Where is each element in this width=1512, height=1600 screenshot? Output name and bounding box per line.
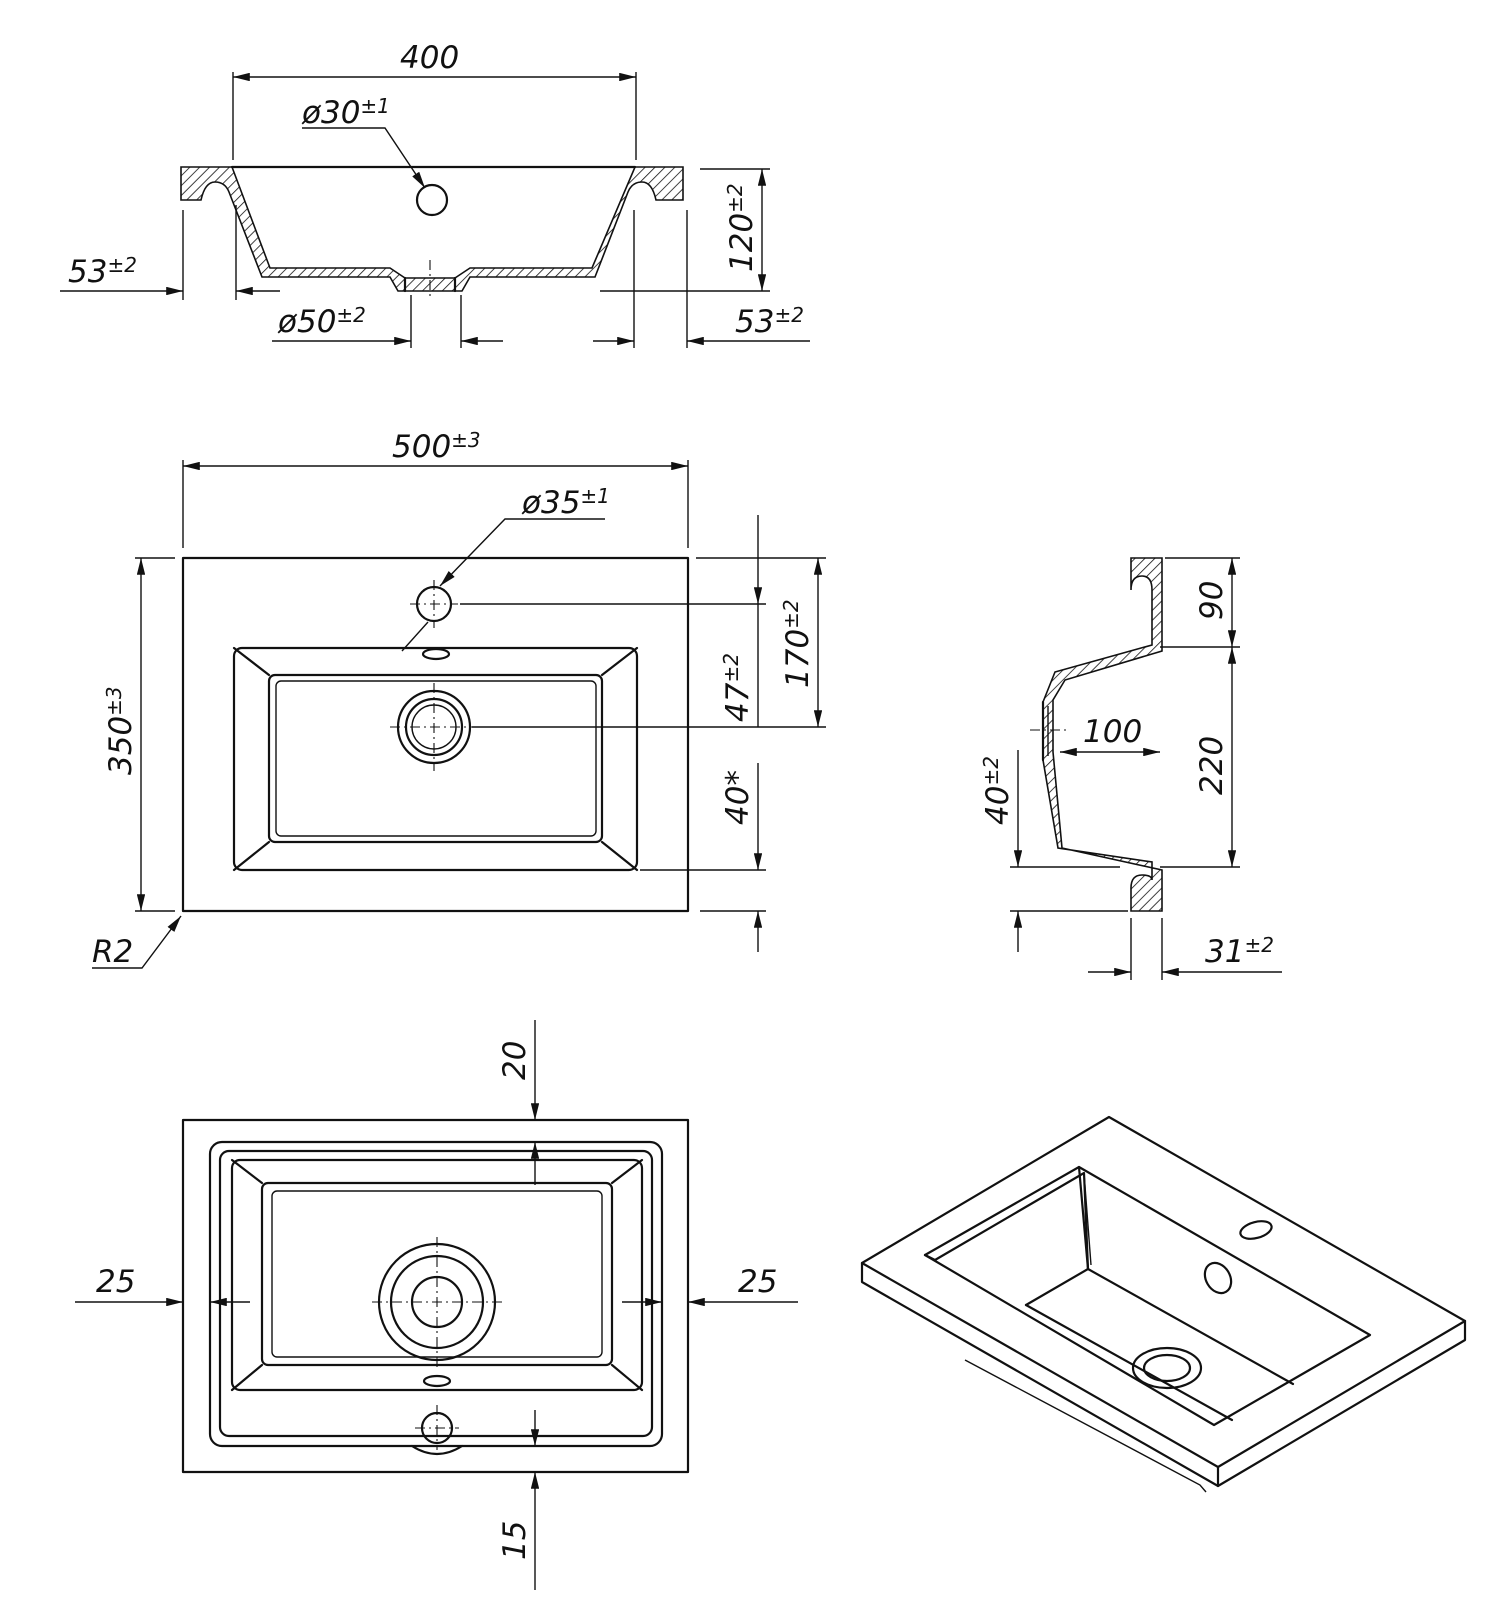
top-view: 500±3 ø35±1 350±3 170±2 47±2 40* R2: [92, 428, 826, 970]
dim-side-top: 90: [1194, 581, 1230, 620]
isometric-view: [860, 1115, 1467, 1493]
dim-height: 120±2: [723, 183, 760, 272]
dim-rim-right: 53±2: [735, 303, 804, 340]
iso-top-surface: [860, 1115, 1467, 1469]
dim-side-thickness: 31±2: [1205, 933, 1274, 970]
dim-overall-width: 500±3: [392, 428, 481, 465]
dim-bottom-left: 25: [96, 1264, 135, 1300]
dim-side-depth: 100: [1083, 714, 1142, 750]
front-section-view: 400 ø30±1 120±2 53±2 ø50±2 53±2: [60, 40, 810, 348]
dim-rim-left: 53±2: [68, 253, 137, 290]
bottom-view: 20 25 25 15: [75, 1020, 798, 1590]
dim-corner-radius: R2: [92, 934, 133, 970]
dim-bottom-right: 25: [738, 1264, 777, 1300]
dim-side-front: 40±2: [979, 756, 1016, 825]
dim-side-bowl: 220: [1194, 736, 1230, 795]
dim-front-rim: 40*: [720, 770, 756, 825]
dim-hole-to-drain: 47±2: [719, 653, 756, 722]
iso-drain: [1131, 1346, 1203, 1390]
dim-faucet-hole: ø35±1: [521, 484, 610, 521]
iso-bowl: [923, 1165, 1372, 1427]
dim-bottom-top: 20: [497, 1041, 533, 1080]
front-section-shell: [180, 166, 684, 292]
bottom-outline: [181, 1118, 690, 1474]
side-section-shell: [1042, 557, 1163, 912]
dim-top-width: 400: [400, 40, 459, 76]
faucet-hole-top: [415, 183, 449, 217]
dim-bottom-front: 15: [497, 1521, 533, 1560]
dim-drain-offset: 170±2: [779, 599, 816, 688]
top-outline: [181, 556, 690, 913]
dim-overall-depth: 350±3: [102, 686, 139, 775]
dim-drain-dia: ø50±2: [277, 303, 366, 340]
side-section-view: 90 220 100 40±2 31±2: [979, 557, 1282, 980]
dim-faucet-hole-top: ø30±1: [301, 94, 390, 131]
